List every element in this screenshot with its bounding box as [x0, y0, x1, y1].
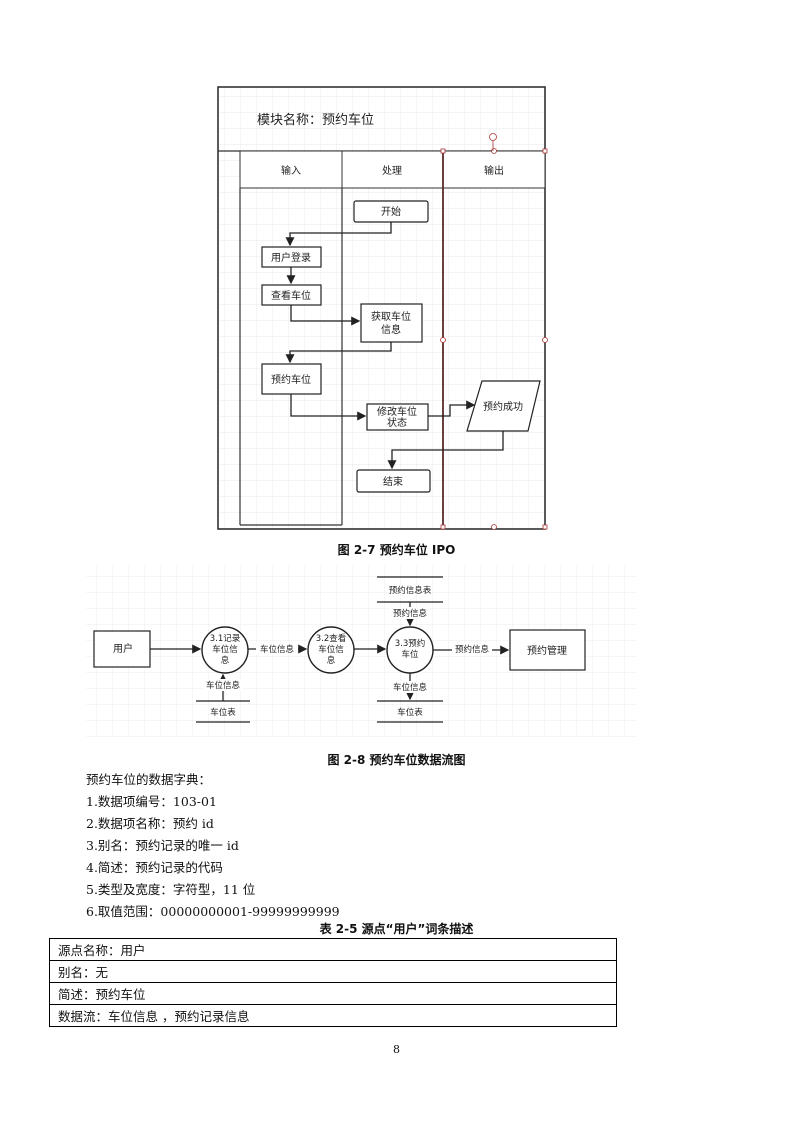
- step-success: 预约成功: [483, 400, 523, 413]
- dictionary-item: 4.简述：预约记录的代码: [86, 860, 223, 875]
- table-cell: 简述：预约车位: [49, 982, 617, 1005]
- svg-text:3.3预约: 3.3预约: [395, 638, 426, 649]
- flow-label-parking-info-3-3: 车位信息: [393, 682, 428, 693]
- svg-text:用户: 用户: [113, 642, 133, 655]
- dictionary-item: 2.数据项名称：预约 id: [86, 816, 214, 831]
- source-description-table: 源点名称：用户 别名：无 简述：预约车位 数据流：车位信息 ，预约记录信息: [49, 938, 617, 1027]
- step-fetch-line1: 获取车位: [371, 310, 411, 323]
- process-3-2: [307, 626, 355, 674]
- figure-2-7-caption: 图 2-7 预约车位 IPO: [337, 543, 456, 557]
- step-login: 用户登录: [271, 251, 311, 264]
- ipo-diagram: 模块名称：预约车位 输入 处理 输出 开始 用户登录 查看车位 获取车位 信息 …: [217, 86, 548, 530]
- step-reserve: 预约车位: [271, 373, 311, 386]
- process-3-1: [201, 626, 249, 674]
- column-input: 输入: [281, 164, 301, 177]
- figure-2-8-caption: 图 2-8 预约车位数据流图: [327, 753, 466, 767]
- table-row: 源点名称：用户: [49, 938, 617, 961]
- svg-text:预约管理: 预约管理: [527, 644, 567, 657]
- step-view: 查看车位: [271, 289, 311, 302]
- table-row: 别名：无: [49, 960, 617, 983]
- source-user: [93, 630, 151, 668]
- page-number: 8: [393, 1043, 400, 1056]
- svg-text:3.1记录: 3.1记录: [210, 634, 241, 644]
- column-process: 处理: [382, 165, 402, 177]
- svg-text:车位: 车位: [401, 649, 419, 660]
- svg-text:3.2查看: 3.2查看: [316, 633, 347, 644]
- step-end: 结束: [383, 475, 403, 488]
- dataflow-diagram: 用户 3.1记录 车位信 息 3.2查看 车位信 息 3.3预约 车位 预约管理…: [86, 565, 637, 737]
- step-modify-line2: 状态: [387, 416, 407, 429]
- dictionary-item: 3.别名：预约记录的唯一 id: [86, 838, 239, 853]
- dictionary-item: 6.取值范围：00000000001-99999999999: [86, 904, 340, 919]
- flow-label-reserve-info-out: 预约信息: [455, 644, 490, 655]
- svg-text:车位信: 车位信: [318, 644, 344, 655]
- module-title: 模块名称：预约车位: [257, 112, 374, 128]
- table-cell: 源点名称：用户: [49, 938, 617, 961]
- step-fetch-line2: 信息: [381, 323, 401, 336]
- step-start: 开始: [381, 205, 401, 218]
- ipo-frame: [217, 86, 546, 530]
- flow-label-parking-info-3-1: 车位信息: [206, 680, 241, 691]
- store-parking-3-1: 车位表: [210, 707, 236, 718]
- dictionary-intro: 预约车位的数据字典：: [86, 772, 212, 787]
- flow-label-parking-info: 车位信息: [260, 644, 295, 655]
- step-modify-line1: 修改车位: [377, 405, 417, 418]
- dictionary-item: 5.类型及宽度：字符型，11 位: [86, 882, 256, 897]
- store-reserve-info: 预约信息表: [389, 585, 432, 596]
- column-output: 输出: [484, 164, 504, 177]
- dictionary-item: 1.数据项编号：103-01: [86, 794, 217, 809]
- flow-label-reserve-info-in: 预约信息: [393, 608, 428, 619]
- table-row: 简述：预约车位: [49, 982, 617, 1005]
- store-parking-3-3: 车位表: [397, 707, 423, 718]
- table-cell: 别名：无: [49, 960, 617, 983]
- sink-reservation-management: [509, 629, 586, 671]
- svg-text:息: 息: [221, 655, 230, 666]
- svg-text:息: 息: [327, 655, 336, 666]
- table-row: 数据流：车位信息 ，预约记录信息: [49, 1004, 617, 1027]
- svg-text:车位信: 车位信: [212, 644, 238, 655]
- table-cell: 数据流：车位信息 ，预约记录信息: [49, 1004, 617, 1027]
- table-2-5-caption: 表 2-5 源点“用户”词条描述: [319, 922, 474, 936]
